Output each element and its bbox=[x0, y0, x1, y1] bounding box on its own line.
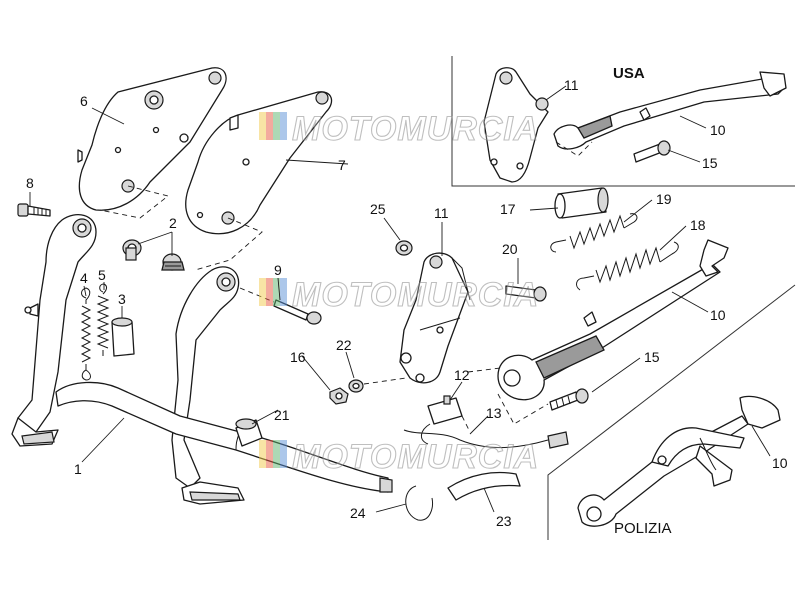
callout-12: 12 bbox=[454, 367, 470, 383]
callout-2: 2 bbox=[169, 215, 177, 231]
callout-18: 18 bbox=[690, 217, 706, 233]
polizia-section-frame bbox=[547, 284, 796, 540]
bolt-15 bbox=[549, 388, 589, 411]
bushing-2a bbox=[122, 239, 142, 261]
watermark-2: MOTOMURCIA bbox=[259, 275, 539, 315]
callout-21: 21 bbox=[274, 407, 290, 423]
bracket-plate-6 bbox=[77, 67, 227, 211]
bumper-21 bbox=[235, 418, 263, 447]
callout-9: 9 bbox=[274, 262, 282, 278]
bolt-20 bbox=[505, 285, 547, 302]
bracket-plate-7 bbox=[185, 91, 333, 235]
rubber-sleeve-23 bbox=[447, 471, 521, 501]
spring-19 bbox=[550, 213, 638, 253]
callout-15-usa: 15 bbox=[702, 155, 718, 171]
callout-16: 16 bbox=[290, 349, 306, 365]
usa-side-stand-10 bbox=[553, 71, 787, 157]
callout-10-usa: 10 bbox=[710, 122, 726, 138]
section-title-usa: USA bbox=[613, 65, 645, 82]
usa-bracket-11 bbox=[483, 67, 549, 183]
polizia-side-stand-10 bbox=[577, 395, 781, 527]
washer-22 bbox=[348, 379, 364, 393]
callout-13: 13 bbox=[486, 405, 502, 421]
callout-11-usa: 11 bbox=[564, 77, 579, 93]
center-stand-1 bbox=[11, 214, 393, 505]
callout-labels: 6 7 8 2 4 5 3 1 21 9 25 11 20 17 19 18 1… bbox=[26, 77, 788, 529]
watermark-text: MOTOMURCIA bbox=[292, 438, 539, 476]
sleeve-17 bbox=[554, 187, 609, 219]
usa-section-frame bbox=[451, 56, 795, 187]
callout-6: 6 bbox=[80, 93, 88, 109]
watermark-3: MOTOMURCIA bbox=[259, 437, 539, 477]
spring-5 bbox=[96, 283, 110, 356]
section-title-polizia: POLIZIA bbox=[614, 520, 672, 537]
callout-3: 3 bbox=[118, 291, 126, 307]
callout-11-main: 11 bbox=[434, 205, 449, 221]
side-stand-10 bbox=[467, 239, 729, 401]
callout-15-main: 15 bbox=[644, 349, 660, 365]
alignment-dash-d bbox=[497, 393, 549, 425]
callout-25: 25 bbox=[370, 201, 386, 217]
spring-18 bbox=[576, 241, 679, 291]
callout-20: 20 bbox=[502, 241, 518, 257]
circlip-24 bbox=[405, 485, 433, 521]
callout-19: 19 bbox=[656, 191, 672, 207]
callout-10-main: 10 bbox=[710, 307, 726, 323]
watermark-1: MOTOMURCIA bbox=[259, 109, 539, 149]
usa-bolt-15 bbox=[633, 140, 671, 163]
alignment-dash-c bbox=[363, 377, 407, 385]
callout-1: 1 bbox=[74, 461, 82, 477]
alignment-dash-a bbox=[99, 185, 170, 219]
callout-23: 23 bbox=[496, 513, 512, 529]
callout-8: 8 bbox=[26, 175, 34, 191]
switch-12 bbox=[421, 395, 463, 445]
callout-22: 22 bbox=[336, 337, 352, 353]
wire-harness-13 bbox=[403, 415, 569, 449]
side-stand-bracket-11 bbox=[399, 252, 471, 384]
bushing-2b bbox=[161, 253, 185, 271]
nut-16 bbox=[329, 387, 349, 405]
callout-4: 4 bbox=[80, 270, 88, 286]
sleeve-3 bbox=[111, 317, 135, 357]
callout-17: 17 bbox=[500, 201, 516, 217]
alignment-dash-b bbox=[194, 217, 263, 271]
washer-25 bbox=[395, 240, 413, 256]
spring-4 bbox=[80, 287, 92, 381]
watermark-text: MOTOMURCIA bbox=[292, 110, 539, 148]
watermark-text: MOTOMURCIA bbox=[292, 276, 539, 314]
callout-10-polizia: 10 bbox=[772, 455, 788, 471]
leader-lines bbox=[29, 85, 771, 513]
callout-24: 24 bbox=[350, 505, 366, 521]
callout-7: 7 bbox=[338, 157, 346, 173]
callout-5: 5 bbox=[98, 267, 106, 283]
bolt-8 bbox=[17, 203, 51, 217]
